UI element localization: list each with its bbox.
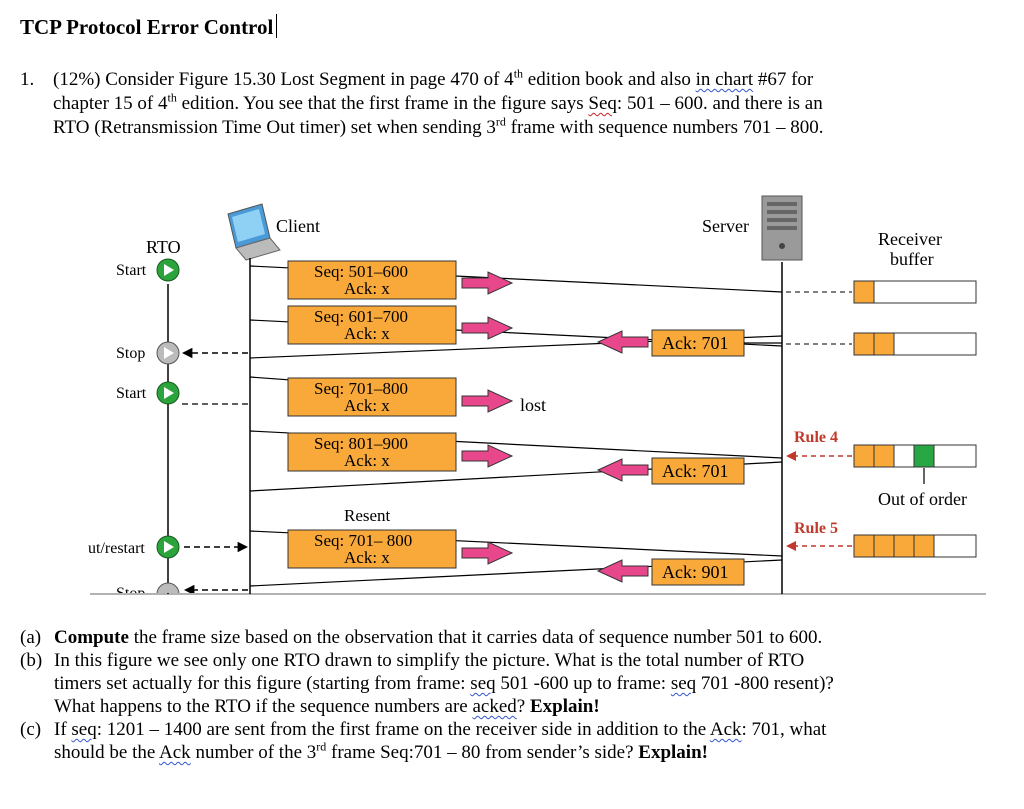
part-b: (b) In this figure we see only one RTO d…	[20, 650, 834, 717]
segment-arrows	[461, 271, 514, 565]
timer-start-icon-1	[156, 258, 180, 282]
timer-restart-icon	[156, 535, 180, 559]
text-cursor	[276, 14, 278, 38]
timer-stop-icon-2	[156, 582, 180, 593]
timer-stop-icon-1	[156, 341, 180, 365]
receiver-buffer-3	[853, 444, 977, 468]
svg-text:Ack: x: Ack: x	[344, 548, 390, 567]
timer-start-label-2: Start	[116, 385, 147, 402]
receiver-buffer-1	[853, 280, 977, 304]
timer-stop-label-2: Stop	[116, 585, 145, 602]
segment-box-5: Seq: 701– 800 Ack: x	[287, 529, 457, 569]
question-1: 1. (12%) Consider Figure 15.30 Lost Segm…	[20, 68, 1010, 140]
segment-box-1: Seq: 501–600 Ack: x	[287, 260, 457, 300]
timer-start-label-1: Start	[116, 262, 147, 279]
timer-stop-label-1: Stop	[116, 345, 145, 362]
svg-text:Ack: x: Ack: x	[344, 451, 390, 470]
svg-text:Seq: 601–700: Seq: 601–700	[314, 307, 408, 326]
svg-text:Ack: 701: Ack: 701	[662, 333, 729, 353]
question-line-1: (12%) Consider Figure 15.30 Lost Segment…	[53, 66, 814, 90]
segment-box-2: Seq: 601–700 Ack: x	[287, 305, 457, 345]
question-line-3: RTO (Retransmission Time Out timer) set …	[53, 114, 824, 138]
receiver-buffer-2	[853, 332, 977, 356]
receiver-buffer-label-2: buffer	[890, 249, 934, 269]
svg-text:Ack: x: Ack: x	[344, 279, 390, 298]
sub-questions: (a)Compute the frame size based on the o…	[20, 626, 1010, 764]
svg-text:Ack: 901: Ack: 901	[662, 562, 729, 582]
svg-text:Ack: 701: Ack: 701	[662, 461, 729, 481]
server-icon	[761, 195, 803, 261]
receiver-buffer-4	[853, 534, 977, 558]
svg-text:Ack: x: Ack: x	[344, 324, 390, 343]
page-title: TCP Protocol Error Control	[20, 14, 278, 40]
resent-label: Resent	[344, 506, 391, 525]
ack-box-3: Ack: 901	[651, 558, 745, 586]
question-line-2: chapter 15 of 4th edition. You see that …	[53, 90, 823, 114]
segment-box-3: Seq: 701–800 Ack: x	[287, 377, 457, 417]
rule5-label: Rule 5	[794, 520, 838, 537]
svg-text:Seq: 801–900: Seq: 801–900	[314, 434, 408, 453]
ack-box-2: Ack: 701	[651, 457, 745, 485]
timer-restart-label: ut/restart	[88, 540, 145, 557]
ack-box-1: Ack: 701	[651, 329, 745, 357]
rule4-label: Rule 4	[794, 429, 838, 446]
svg-text:Seq: 701– 800: Seq: 701– 800	[314, 531, 412, 550]
question-number: 1.	[20, 69, 35, 90]
client-label: Client	[276, 216, 320, 236]
laptop-icon	[227, 203, 281, 261]
part-c: (c) If seq: 1201 – 1400 are sent from th…	[20, 719, 827, 763]
timer-start-icon-2	[156, 381, 180, 405]
server-label: Server	[702, 216, 749, 236]
out-of-order-label: Out of order	[878, 489, 967, 509]
svg-text:Ack: x: Ack: x	[344, 396, 390, 415]
segment-box-4: Seq: 801–900 Ack: x	[287, 432, 457, 472]
svg-text:Seq: 501–600: Seq: 501–600	[314, 262, 408, 281]
rto-label: RTO	[146, 237, 181, 257]
ack-arrows	[596, 330, 649, 583]
receiver-buffer-label-1: Receiver	[878, 229, 942, 249]
svg-text:Seq: 701–800: Seq: 701–800	[314, 379, 408, 398]
lost-label: lost	[520, 395, 546, 415]
part-a: (a)Compute the frame size based on the o…	[20, 627, 823, 648]
